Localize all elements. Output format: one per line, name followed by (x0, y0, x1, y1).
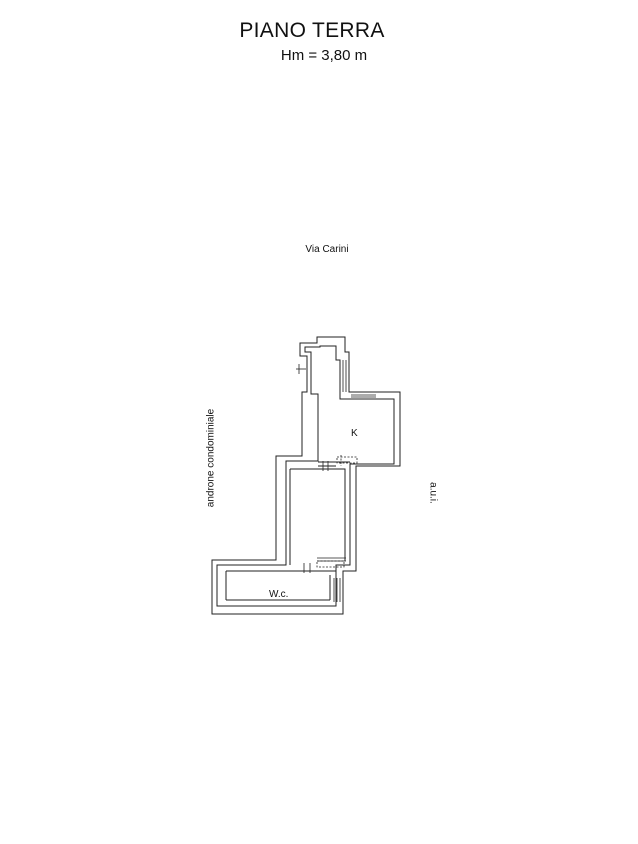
kitchen-label: K (351, 428, 358, 439)
ceiling-height-label: Hm = 3,80 m (280, 47, 368, 64)
window-upper-right (339, 360, 347, 392)
drawing-title: PIANO TERRA (239, 19, 385, 42)
inner-wall (216, 345, 395, 607)
window-lower-room (317, 557, 346, 562)
street-label: Via Carini (305, 244, 349, 255)
wc-label: W.c. (269, 589, 288, 600)
hall-wall (290, 468, 346, 561)
window-wc (333, 578, 341, 602)
outer-wall (211, 336, 401, 615)
window-kitchen-top (351, 394, 376, 398)
dashed-threshold (336, 456, 358, 464)
dashed-threshold (316, 560, 345, 568)
